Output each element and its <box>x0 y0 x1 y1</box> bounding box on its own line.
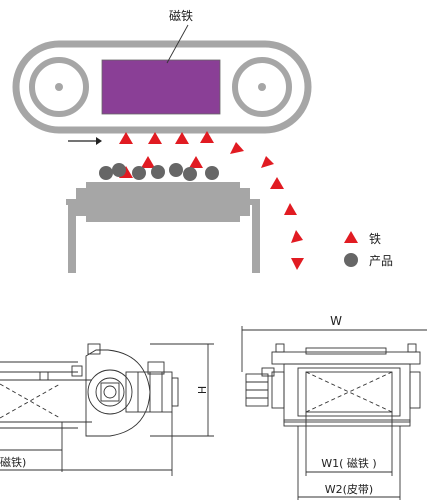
iron-particle <box>200 131 214 143</box>
iron-particle <box>230 142 244 154</box>
product-particle <box>169 163 183 177</box>
left-pulley-hub <box>55 83 63 91</box>
conveyor <box>66 182 260 273</box>
magnet-label: 磁铁 <box>169 8 193 23</box>
right-pulley-hub <box>258 83 266 91</box>
iron-particle <box>291 258 304 270</box>
iron-particle <box>189 156 203 168</box>
side-hub-square <box>100 382 120 402</box>
front-magnet <box>305 371 393 413</box>
front-cross-2 <box>305 371 393 413</box>
iron-particle <box>141 156 155 168</box>
front-side-block <box>271 371 285 409</box>
iron-particle <box>148 132 162 144</box>
front-bottom-plate <box>283 419 411 427</box>
side-tab <box>71 365 83 377</box>
side-motor-cap <box>171 377 179 407</box>
side-pulley-hub <box>103 385 117 399</box>
side-motor <box>125 371 173 413</box>
front-width-label: W <box>330 314 342 328</box>
feed-arrow-head <box>96 137 102 145</box>
iron-particle <box>284 203 297 215</box>
legend-product-marker <box>344 253 358 267</box>
w1-label: W1( 磁铁 ) <box>321 457 376 470</box>
front-motor-coupling <box>261 367 275 377</box>
iron-particle <box>175 132 189 144</box>
iron-particle <box>261 156 274 168</box>
side-pulley <box>87 369 133 415</box>
magnet-leader-line <box>166 24 189 64</box>
belt-loop <box>12 40 312 134</box>
w2-label: W2(皮带) <box>325 483 373 496</box>
product-particles <box>99 163 219 181</box>
front-top-lug <box>407 343 417 353</box>
side-cross-2 <box>0 383 61 419</box>
iron-particle <box>119 132 133 144</box>
product-particle <box>132 166 146 180</box>
iron-particle <box>270 177 284 189</box>
front-inner <box>297 367 401 417</box>
product-particle <box>99 166 113 180</box>
front-mag-cover <box>305 347 387 355</box>
legend-product-label: 产品 <box>369 254 393 268</box>
side-height-label: H <box>196 386 209 394</box>
side-bracket <box>87 343 101 355</box>
side-view-drawing <box>0 343 214 476</box>
front-top-lug <box>275 343 285 353</box>
side-tab <box>39 371 49 381</box>
front-view-drawing <box>241 326 427 500</box>
right-pulley <box>232 57 292 117</box>
product-particle <box>205 166 219 180</box>
product-particle <box>151 165 165 179</box>
legend-iron-label: 铁 <box>369 232 381 246</box>
legend-iron-marker <box>344 231 358 243</box>
product-particle <box>183 167 197 181</box>
magnet-block <box>101 59 221 115</box>
side-cross-1 <box>0 383 61 419</box>
side-partial-label: 磁铁) <box>0 456 26 469</box>
left-pulley <box>29 57 89 117</box>
side-motor-box <box>147 361 165 375</box>
product-particle <box>112 163 126 177</box>
front-cross-1 <box>305 371 393 413</box>
iron-particle <box>291 230 303 243</box>
conveyor-right-leg <box>252 199 260 273</box>
side-pulley-inner <box>95 377 125 407</box>
front-side-block <box>409 371 421 409</box>
conveyor-left-leg <box>68 199 76 273</box>
conveyor-crossbar <box>66 199 260 205</box>
